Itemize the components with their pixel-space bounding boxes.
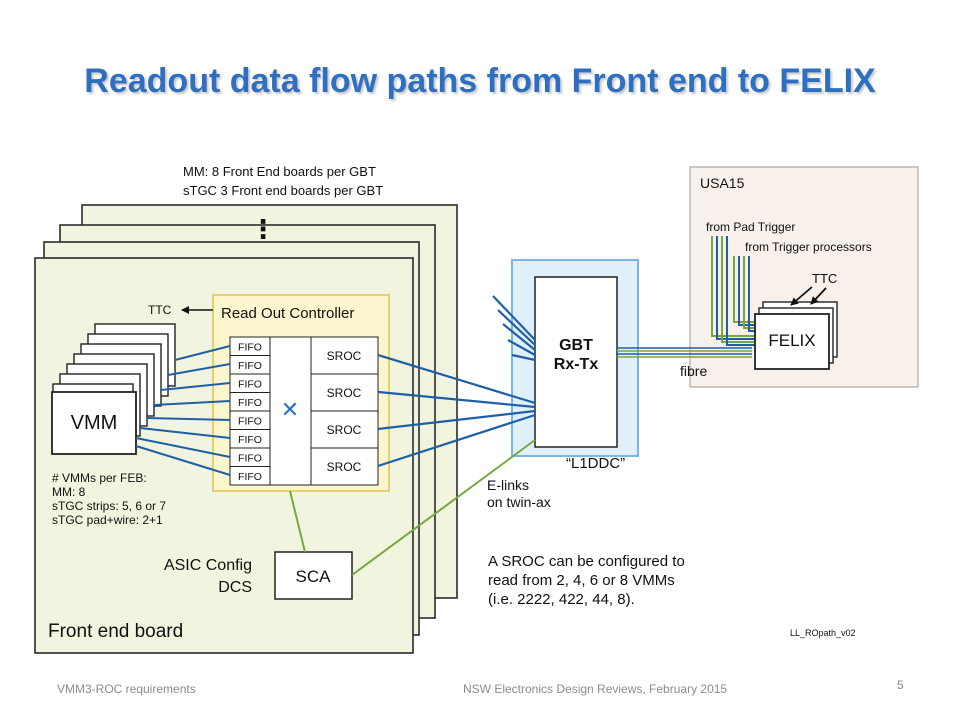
fifo-stack: FIFO FIFO FIFO FIFO FIFO FIFO FIFO FIFO [229,336,271,486]
l1ddc-label: “L1DDC” [566,455,625,472]
roc-title: Read Out Controller [221,305,354,322]
front-end-board-label: Front end board [48,621,183,642]
sroc-note-line-2: read from 2, 4, 6 or 8 VMMs [488,572,675,589]
fifo-label-4: FIFO [238,397,262,409]
twin-ax-label: on twin-ax [487,494,551,510]
sca-label: SCA [296,567,332,586]
fifo-label-8: FIFO [238,471,262,483]
fifo-label-6: FIFO [238,434,262,446]
board-note-line-2: sTGC 3 Front end boards per GBT [183,183,383,198]
ttc-right-label: TTC [812,271,837,286]
sca-box [274,551,353,600]
footer-center: NSW Electronics Design Reviews, February… [463,682,728,696]
fifo-label-7: FIFO [238,453,262,465]
sca-control-links [289,439,536,576]
vmm-count-note-2: MM: 8 [52,485,86,499]
ttc-input-arrow-1 [790,286,813,306]
fibre-label: fibre [680,363,707,379]
sroc-label-4: SROC [327,460,362,474]
slide-title: Readout data flow paths from Front end t… [84,62,876,100]
sroc-note-line-3: (i.e. 2222, 422, 44, 8). [488,591,635,608]
felix-stack: FELIX [754,301,838,370]
gbt-label: GBT [559,337,593,354]
fibre-bundle [617,347,752,358]
page-number: 5 [897,678,904,692]
gbt-box [534,276,618,448]
crossbar-symbol: ✕ [281,397,299,422]
sroc-to-gbt-links [377,353,536,468]
sroc-label-3: SROC [327,423,362,437]
asic-config-label: ASIC Config [164,557,252,574]
fifo-label-2: FIFO [238,360,262,372]
fifo-label-1: FIFO [238,342,262,354]
vmm-count-note-3: sTGC strips: 5, 6 or 7 [52,499,166,513]
more-boards-dots: ⋮ [250,214,276,244]
vmm-label: VMM [71,412,118,434]
sroc-stack: SROC SROC SROC SROC [310,336,379,486]
version-tag: LL_ROpath_v02 [790,628,856,638]
fifo-label-5: FIFO [238,416,262,428]
vmm-count-note-4: sTGC pad+wire: 2+1 [52,513,163,527]
sroc-label-1: SROC [327,349,362,363]
felix-label: FELIX [768,331,815,350]
vmm-to-fifo-links [135,345,231,476]
ttc-input-arrow-2 [810,287,827,305]
elinks-label: E-links [487,477,529,493]
trigger-input-lines [711,236,755,346]
ttc-left-label: TTC [148,303,172,317]
usa15-label: USA15 [700,175,745,191]
board-note-line-1: MM: 8 Front End boards per GBT [183,164,376,179]
fifo-label-3: FIFO [238,379,262,391]
gbt-rxtx-label: Rx-Tx [554,356,599,373]
footer-left: VMM3-ROC requirements [57,682,196,696]
e-link-stubs [492,295,536,362]
sroc-label-2: SROC [327,386,362,400]
vmm-stack: VMM [51,323,176,455]
from-trigger-processors-label: from Trigger processors [745,240,872,254]
dcs-label: DCS [218,579,252,596]
vmm-count-note-1: # VMMs per FEB: [52,471,147,485]
sroc-note-line-1: A SROC can be configured to [488,553,685,570]
from-pad-trigger-label: from Pad Trigger [706,220,795,234]
